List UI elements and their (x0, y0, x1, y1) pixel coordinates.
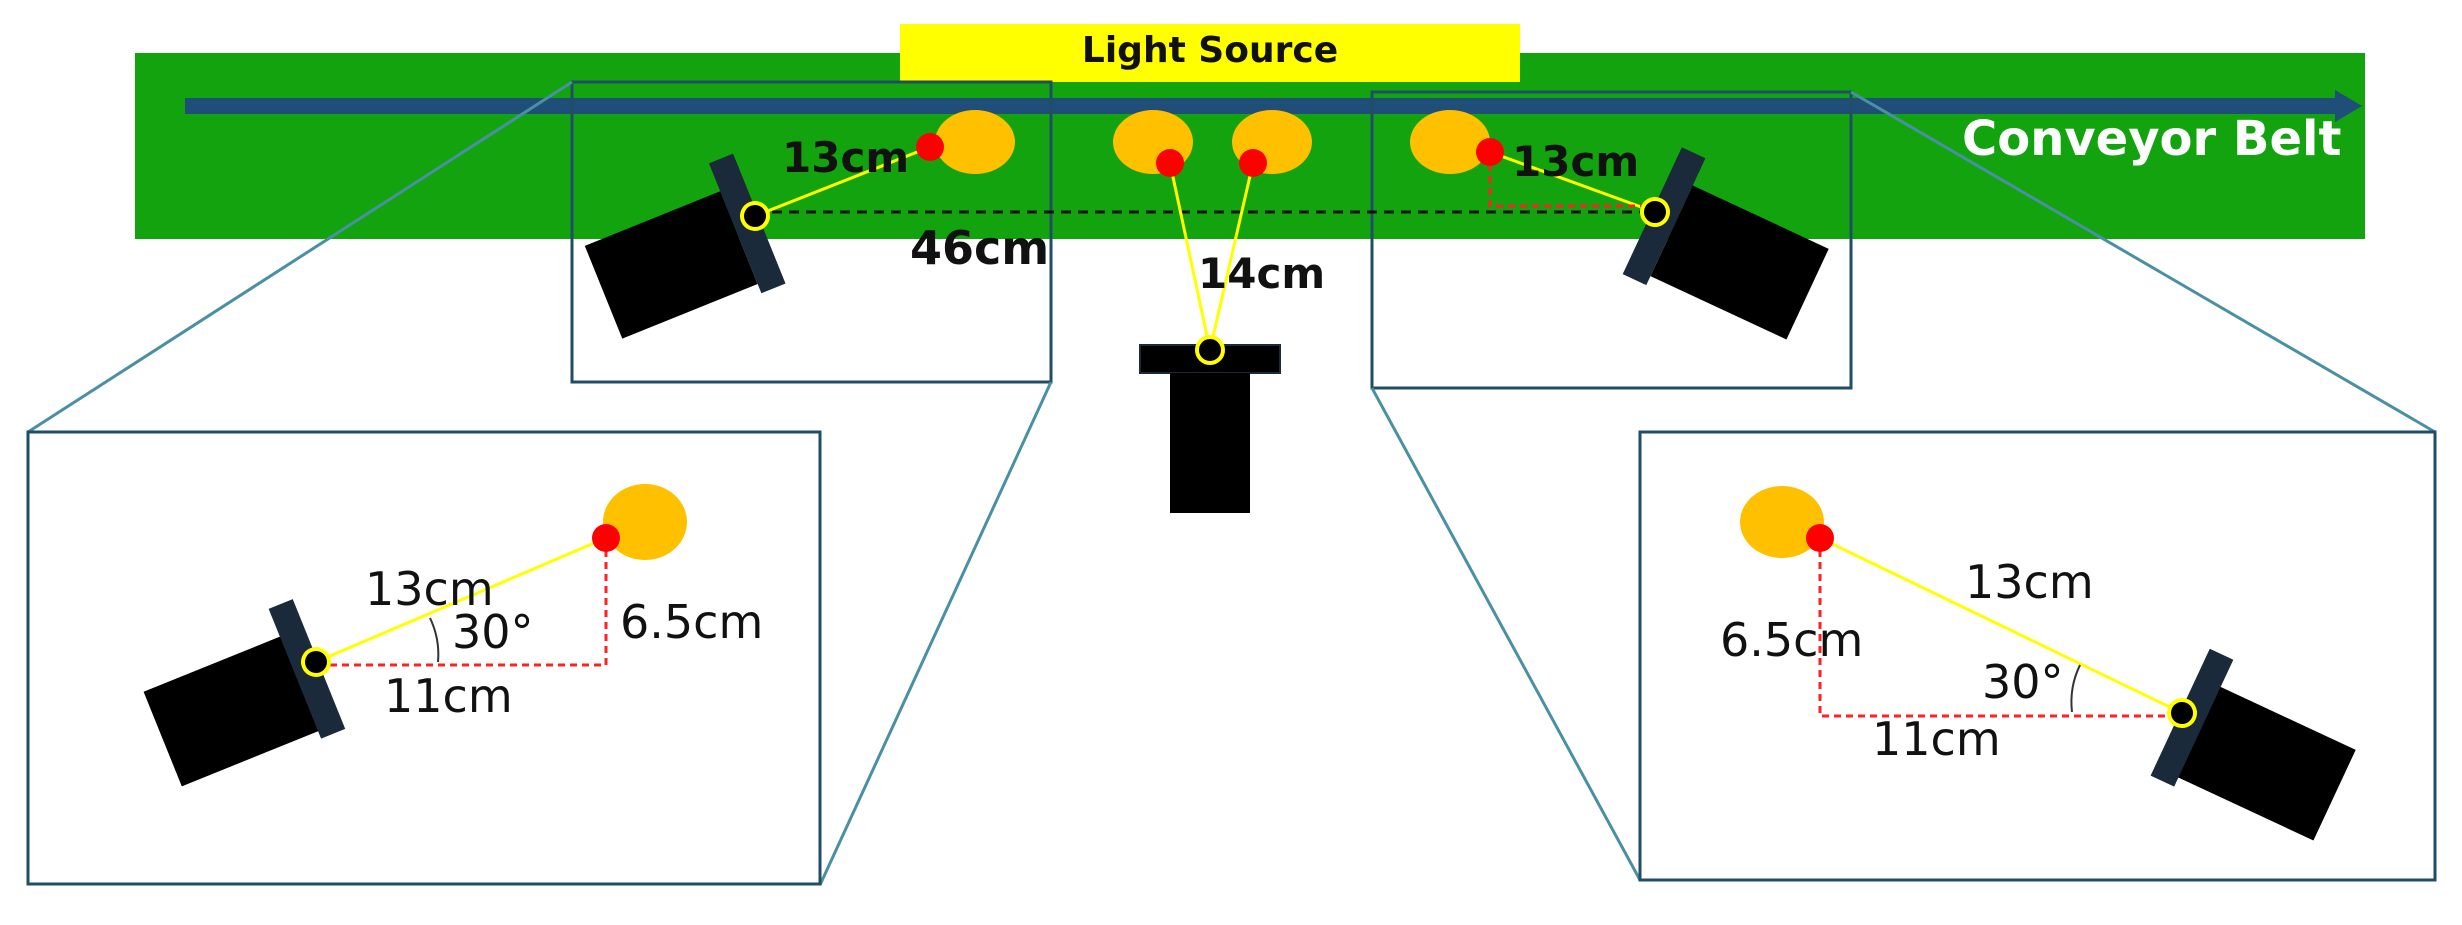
center-camera-guide-line-a (1168, 162, 1212, 351)
left-inset-angle-label: 30° (452, 605, 534, 659)
left-inset-marker (592, 524, 620, 552)
center-camera-icon (1139, 335, 1281, 513)
right-inset-hypotenuse-label: 13cm (1965, 555, 2094, 609)
conveyor-belt-label: Conveyor Belt (1962, 111, 2341, 167)
left-inset-horizontal-label: 11cm (384, 669, 513, 723)
left-inset-frame (26, 430, 822, 886)
right-inset-angle-label: 30° (1982, 655, 2064, 709)
marker-4 (1476, 138, 1504, 166)
right-inset-marker (1806, 524, 1834, 552)
marker-1 (916, 133, 944, 161)
light-source-bar (900, 24, 1520, 82)
marker-2 (1156, 149, 1184, 177)
light-source-label: Light Source (1082, 30, 1338, 71)
left-camera-guide-line (754, 145, 931, 218)
right-camera-red-dashed (1488, 152, 1655, 208)
object-4 (1410, 110, 1490, 174)
right-inset-angle-arc (2070, 664, 2081, 713)
zoom-connector-right-outer (1850, 90, 2436, 434)
right-camera-icon (1622, 147, 1829, 340)
left-inset-angle-arc (429, 617, 440, 663)
zoom-connector-left-outer (27, 80, 573, 434)
center-camera-guide-line-b (1208, 162, 1255, 351)
left-inset-red-dashed (316, 538, 608, 667)
left-camera-icon (584, 153, 786, 339)
left-inset-object (603, 484, 687, 560)
left-inset-hypotenuse (315, 536, 607, 664)
top-right-distance-label: 13cm (1512, 137, 1639, 186)
marker-3 (1239, 149, 1267, 177)
left-zoom-frame (570, 80, 1053, 384)
object-1 (935, 110, 1015, 174)
left-inset-hypotenuse-label: 13cm (365, 562, 494, 616)
right-zoom-frame (1370, 90, 1853, 390)
conveyor-arrow-head-icon (2335, 90, 2362, 122)
zoom-connector-right-inner (1370, 387, 1642, 881)
top-left-distance-label: 13cm (782, 133, 909, 182)
left-inset-camera-icon (143, 599, 346, 787)
zoom-connector-left-inner (818, 381, 1053, 886)
right-camera-guide-line (1489, 150, 1656, 214)
left-inset-vertical-label: 6.5cm (620, 595, 763, 649)
right-inset-object (1740, 486, 1824, 558)
right-inset-hypotenuse (1819, 536, 2183, 715)
top-span-distance-label: 46cm (910, 221, 1049, 275)
right-inset-vertical-label: 6.5cm (1720, 613, 1863, 667)
right-inset-camera-icon (2150, 648, 2356, 841)
right-inset-horizontal-label: 11cm (1872, 712, 2001, 766)
top-center-distance-label: 14cm (1198, 249, 1325, 298)
